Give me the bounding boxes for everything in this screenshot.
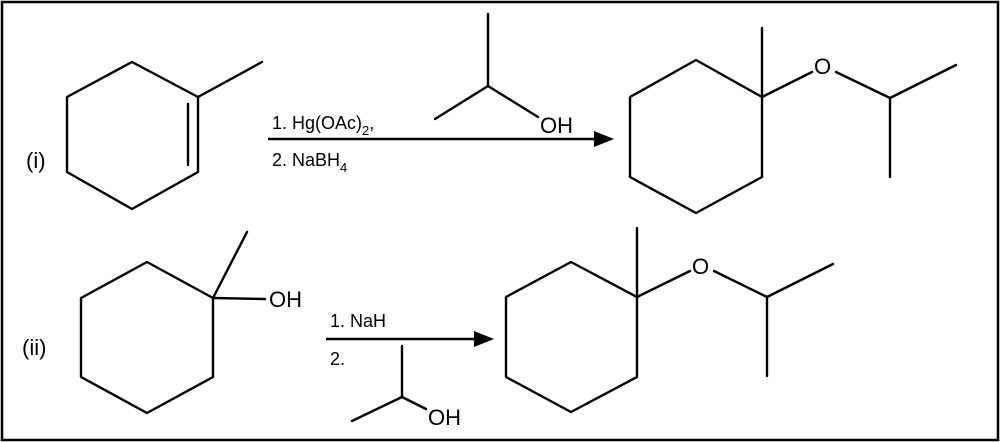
reaction-ii-label: (ii) — [22, 335, 46, 360]
isopropanol-structure-i — [433, 12, 540, 121]
starting-oh-label-ii: OH — [269, 287, 302, 312]
reaction-i-arrow — [268, 131, 614, 147]
product-oxygen-label-i: O — [814, 54, 831, 79]
reaction-i-reagent-step1: 1. Hg(OAc)2, — [272, 113, 374, 138]
product-structure-ii — [504, 226, 835, 414]
methylcyclohexanol-structure — [79, 230, 267, 415]
product-oxygen-label-ii: O — [692, 254, 709, 279]
isopropanol-oh-label-ii: OH — [428, 405, 461, 430]
reaction-ii-arrow — [326, 331, 494, 347]
product-structure-i — [628, 26, 958, 215]
reaction-ii-reagent-step2: 2. — [330, 349, 345, 369]
isopropanol-oh-label-i: OH — [540, 113, 573, 138]
reaction-i-reagent-step2: 2. NaBH4 — [272, 150, 347, 175]
reaction-ii-reagent-step1: 1. NaH — [330, 311, 386, 331]
reaction-i-label: (i) — [26, 148, 46, 173]
methylcyclohexene-structure — [65, 60, 264, 211]
isopropanol-structure-ii — [350, 344, 428, 423]
